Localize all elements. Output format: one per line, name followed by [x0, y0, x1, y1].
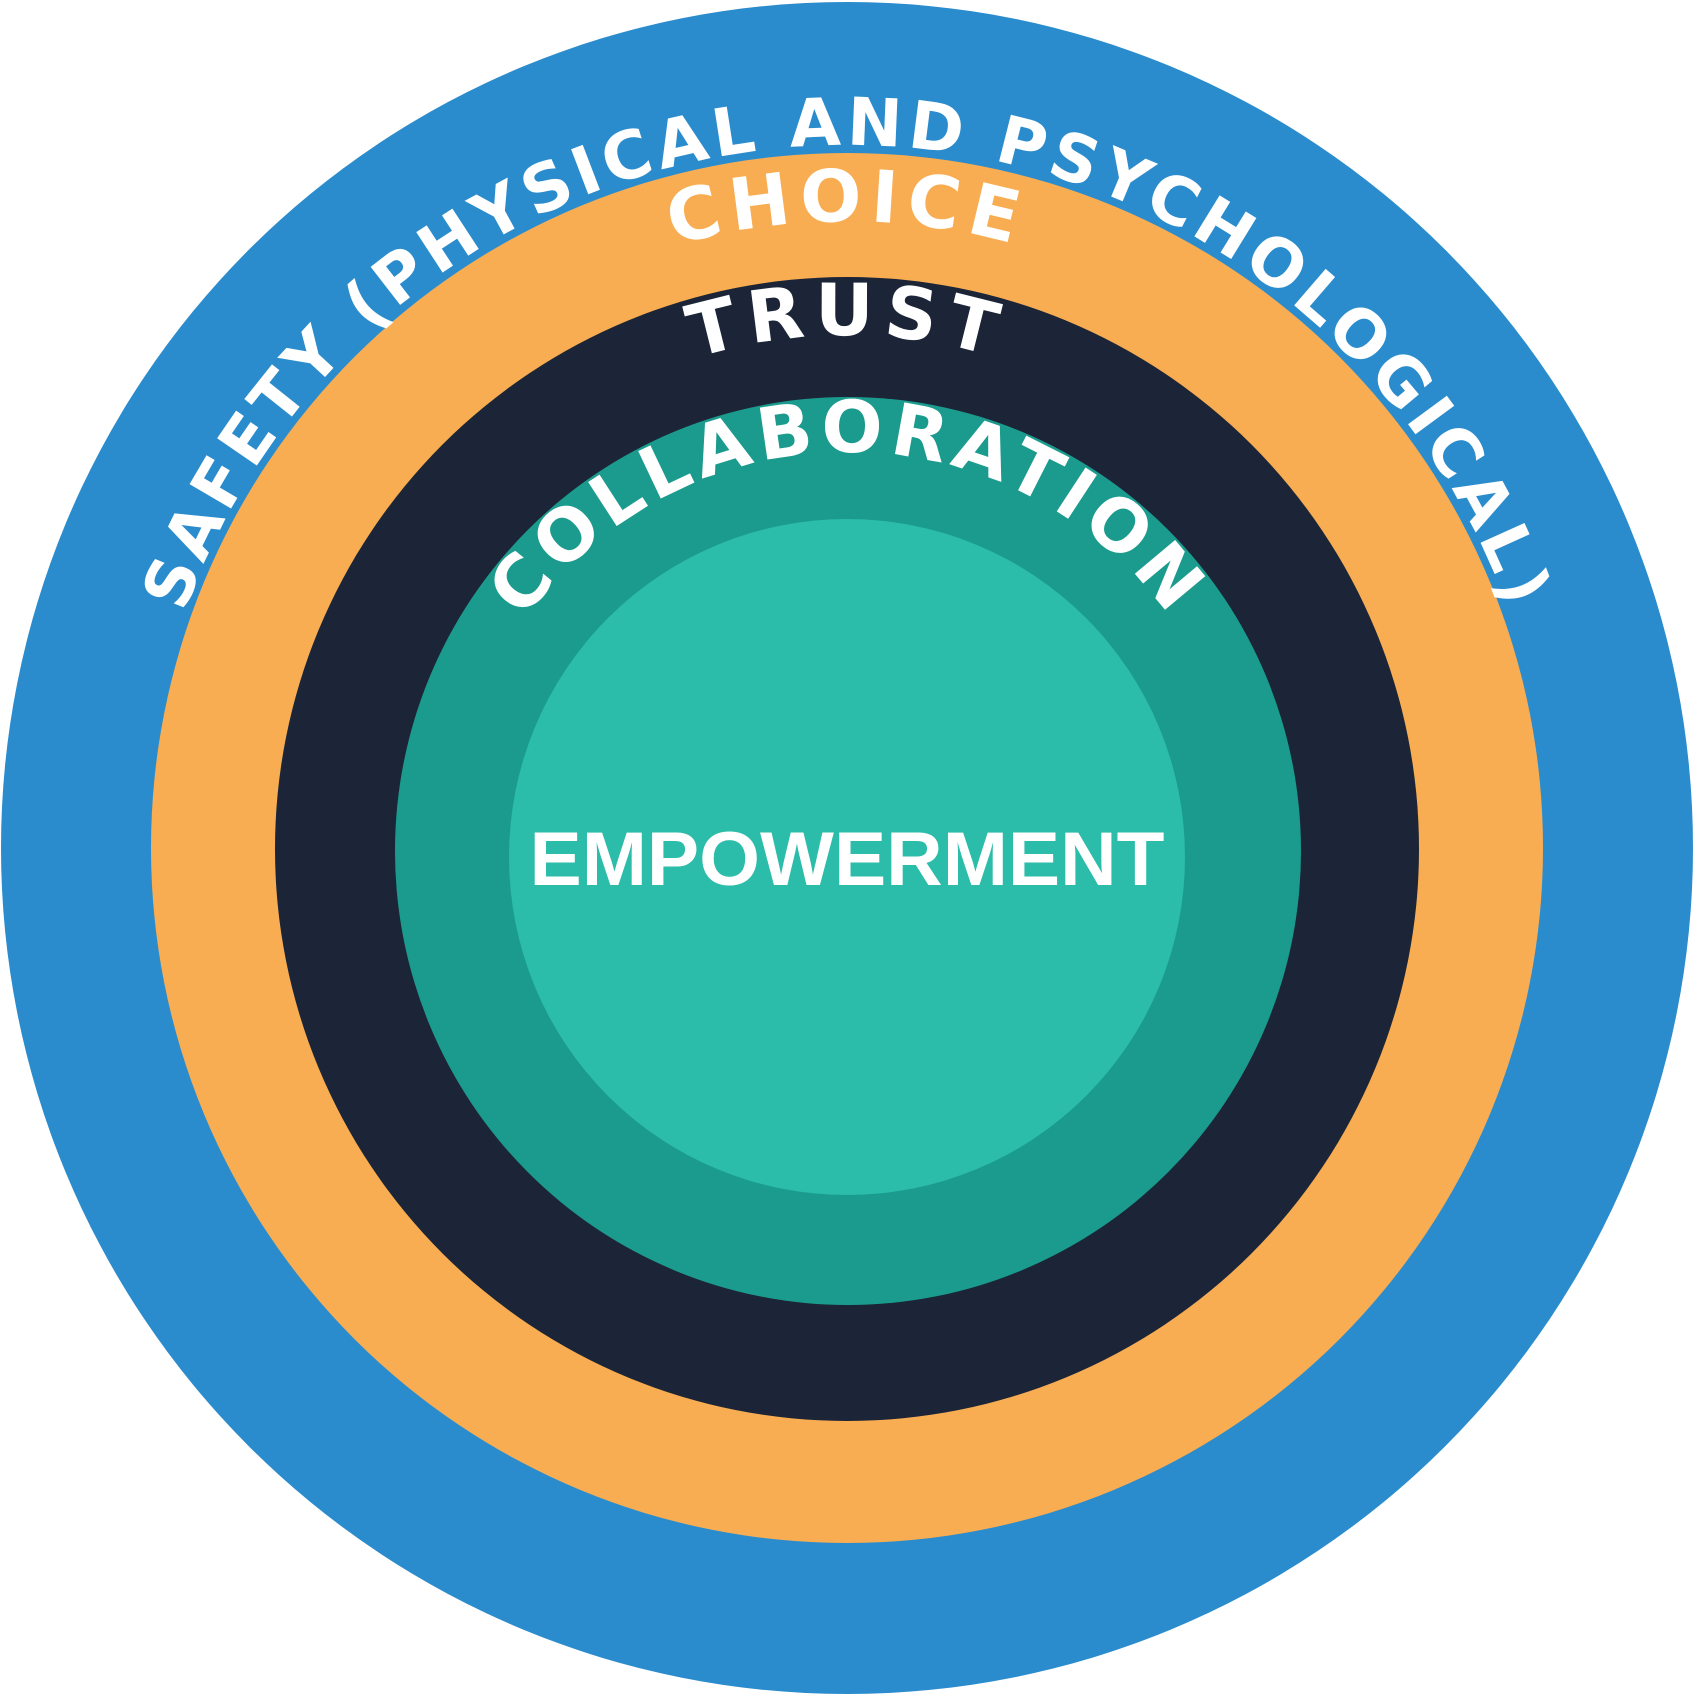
empowerment-label: EMPOWERMENT: [530, 817, 1165, 902]
empowerment-core: [509, 519, 1185, 1195]
